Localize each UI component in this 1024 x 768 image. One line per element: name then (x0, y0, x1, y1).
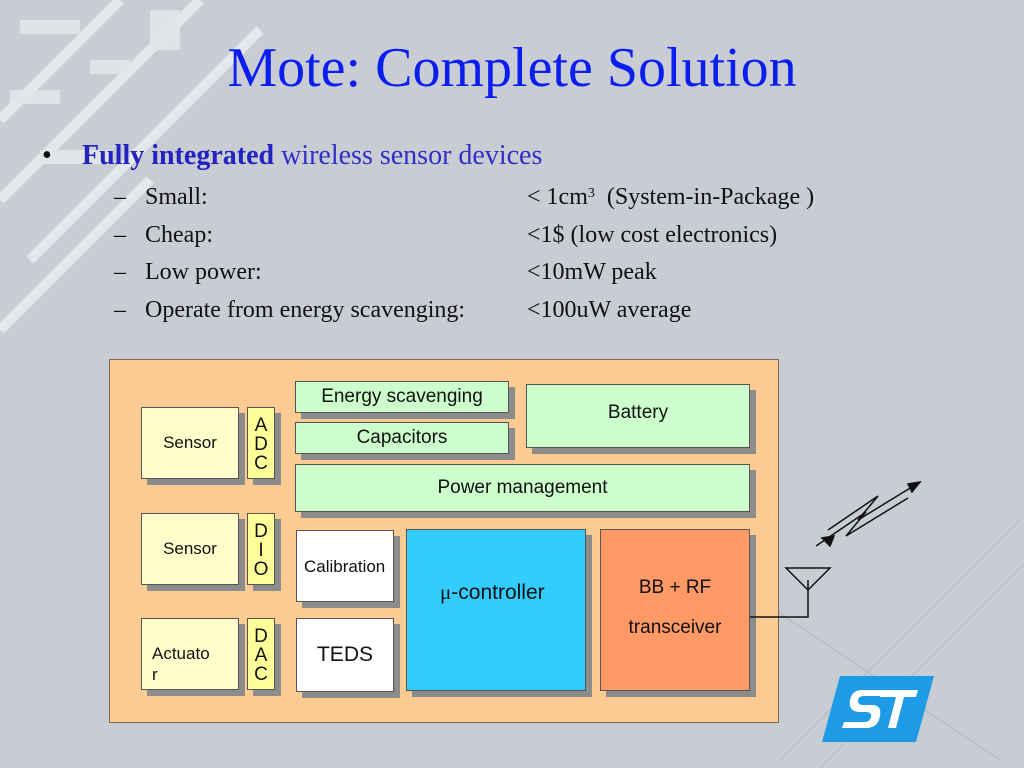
antenna-icon (784, 567, 832, 592)
st-logo-icon (822, 676, 934, 742)
mu-symbol: μ (440, 580, 452, 604)
bullet-marker: • (42, 140, 52, 171)
subitem-value: <1$ (low cost electronics) (527, 222, 778, 248)
subitem-value: <100uW average (527, 297, 692, 323)
calibration-box: Calibration (296, 530, 394, 602)
bullet-rest-text: wireless sensor devices (274, 140, 543, 171)
subitem-label: Operate from energy scavenging: (145, 297, 466, 323)
sensor-box-2: Sensor (141, 513, 239, 585)
subitem-dash: – (114, 222, 126, 248)
subitem-label: Low power: (145, 259, 262, 285)
subitem-value: <10mW peak (527, 259, 657, 285)
bullet-bold-text: Fully integrated (82, 140, 275, 171)
subitem-label: Small: (145, 184, 208, 210)
subitem-dash: – (114, 297, 126, 323)
subitem-dash: – (114, 259, 126, 285)
wireless-signal-icon (815, 480, 922, 548)
teds-box: TEDS (296, 618, 394, 692)
energy-scavenging-box: Energy scavenging (295, 381, 509, 413)
antenna-graphic (750, 480, 922, 618)
sensor-box-1: Sensor (141, 407, 239, 479)
power-management-box: Power management (295, 464, 750, 512)
microcontroller-box: μ-controller (406, 529, 586, 691)
capacitors-box: Capacitors (295, 422, 509, 454)
subitem-value: < 1cm3 (System-in-Package ) (527, 184, 815, 210)
subitem-dash: – (114, 184, 126, 210)
slide-title: Mote: Complete Solution (227, 37, 797, 99)
subitem-label: Cheap: (145, 222, 213, 248)
battery-box: Battery (526, 384, 750, 448)
mote-diagram-panel: Energy scavenging Battery Capacitors Pow… (109, 359, 779, 723)
antenna-wire (750, 580, 809, 618)
